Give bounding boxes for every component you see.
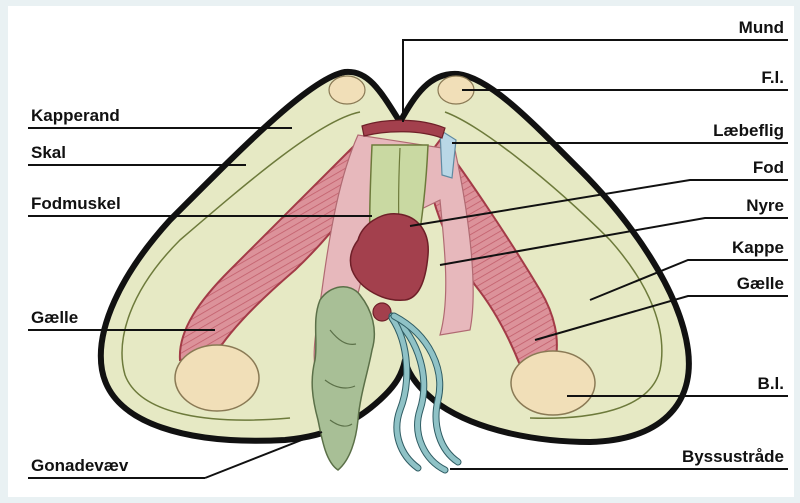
- label-fl: F.l.: [761, 68, 784, 87]
- label-gaelle-right: Gælle: [737, 274, 784, 293]
- label-fod: Fod: [753, 158, 784, 177]
- label-gaelle-left: Gælle: [31, 308, 78, 327]
- label-nyre: Nyre: [746, 196, 784, 215]
- label-gonadevaev: Gonadevæv: [31, 456, 129, 475]
- label-skal: Skal: [31, 143, 66, 162]
- label-byssustraade: Byssustråde: [682, 447, 784, 466]
- label-laebeflig: Læbeflig: [713, 121, 784, 140]
- left-posterior-adductor: [175, 345, 259, 411]
- label-bl: B.l.: [758, 374, 784, 393]
- right-posterior-adductor: [511, 351, 595, 415]
- gonad-tissue: [312, 287, 374, 470]
- label-mund: Mund: [739, 18, 784, 37]
- left-anterior-bump: [329, 76, 365, 104]
- label-fodmuskel: Fodmuskel: [31, 194, 121, 213]
- label-kappe: Kappe: [732, 238, 784, 257]
- label-kapperand: Kapperand: [31, 106, 120, 125]
- byssus-gland: [373, 303, 391, 321]
